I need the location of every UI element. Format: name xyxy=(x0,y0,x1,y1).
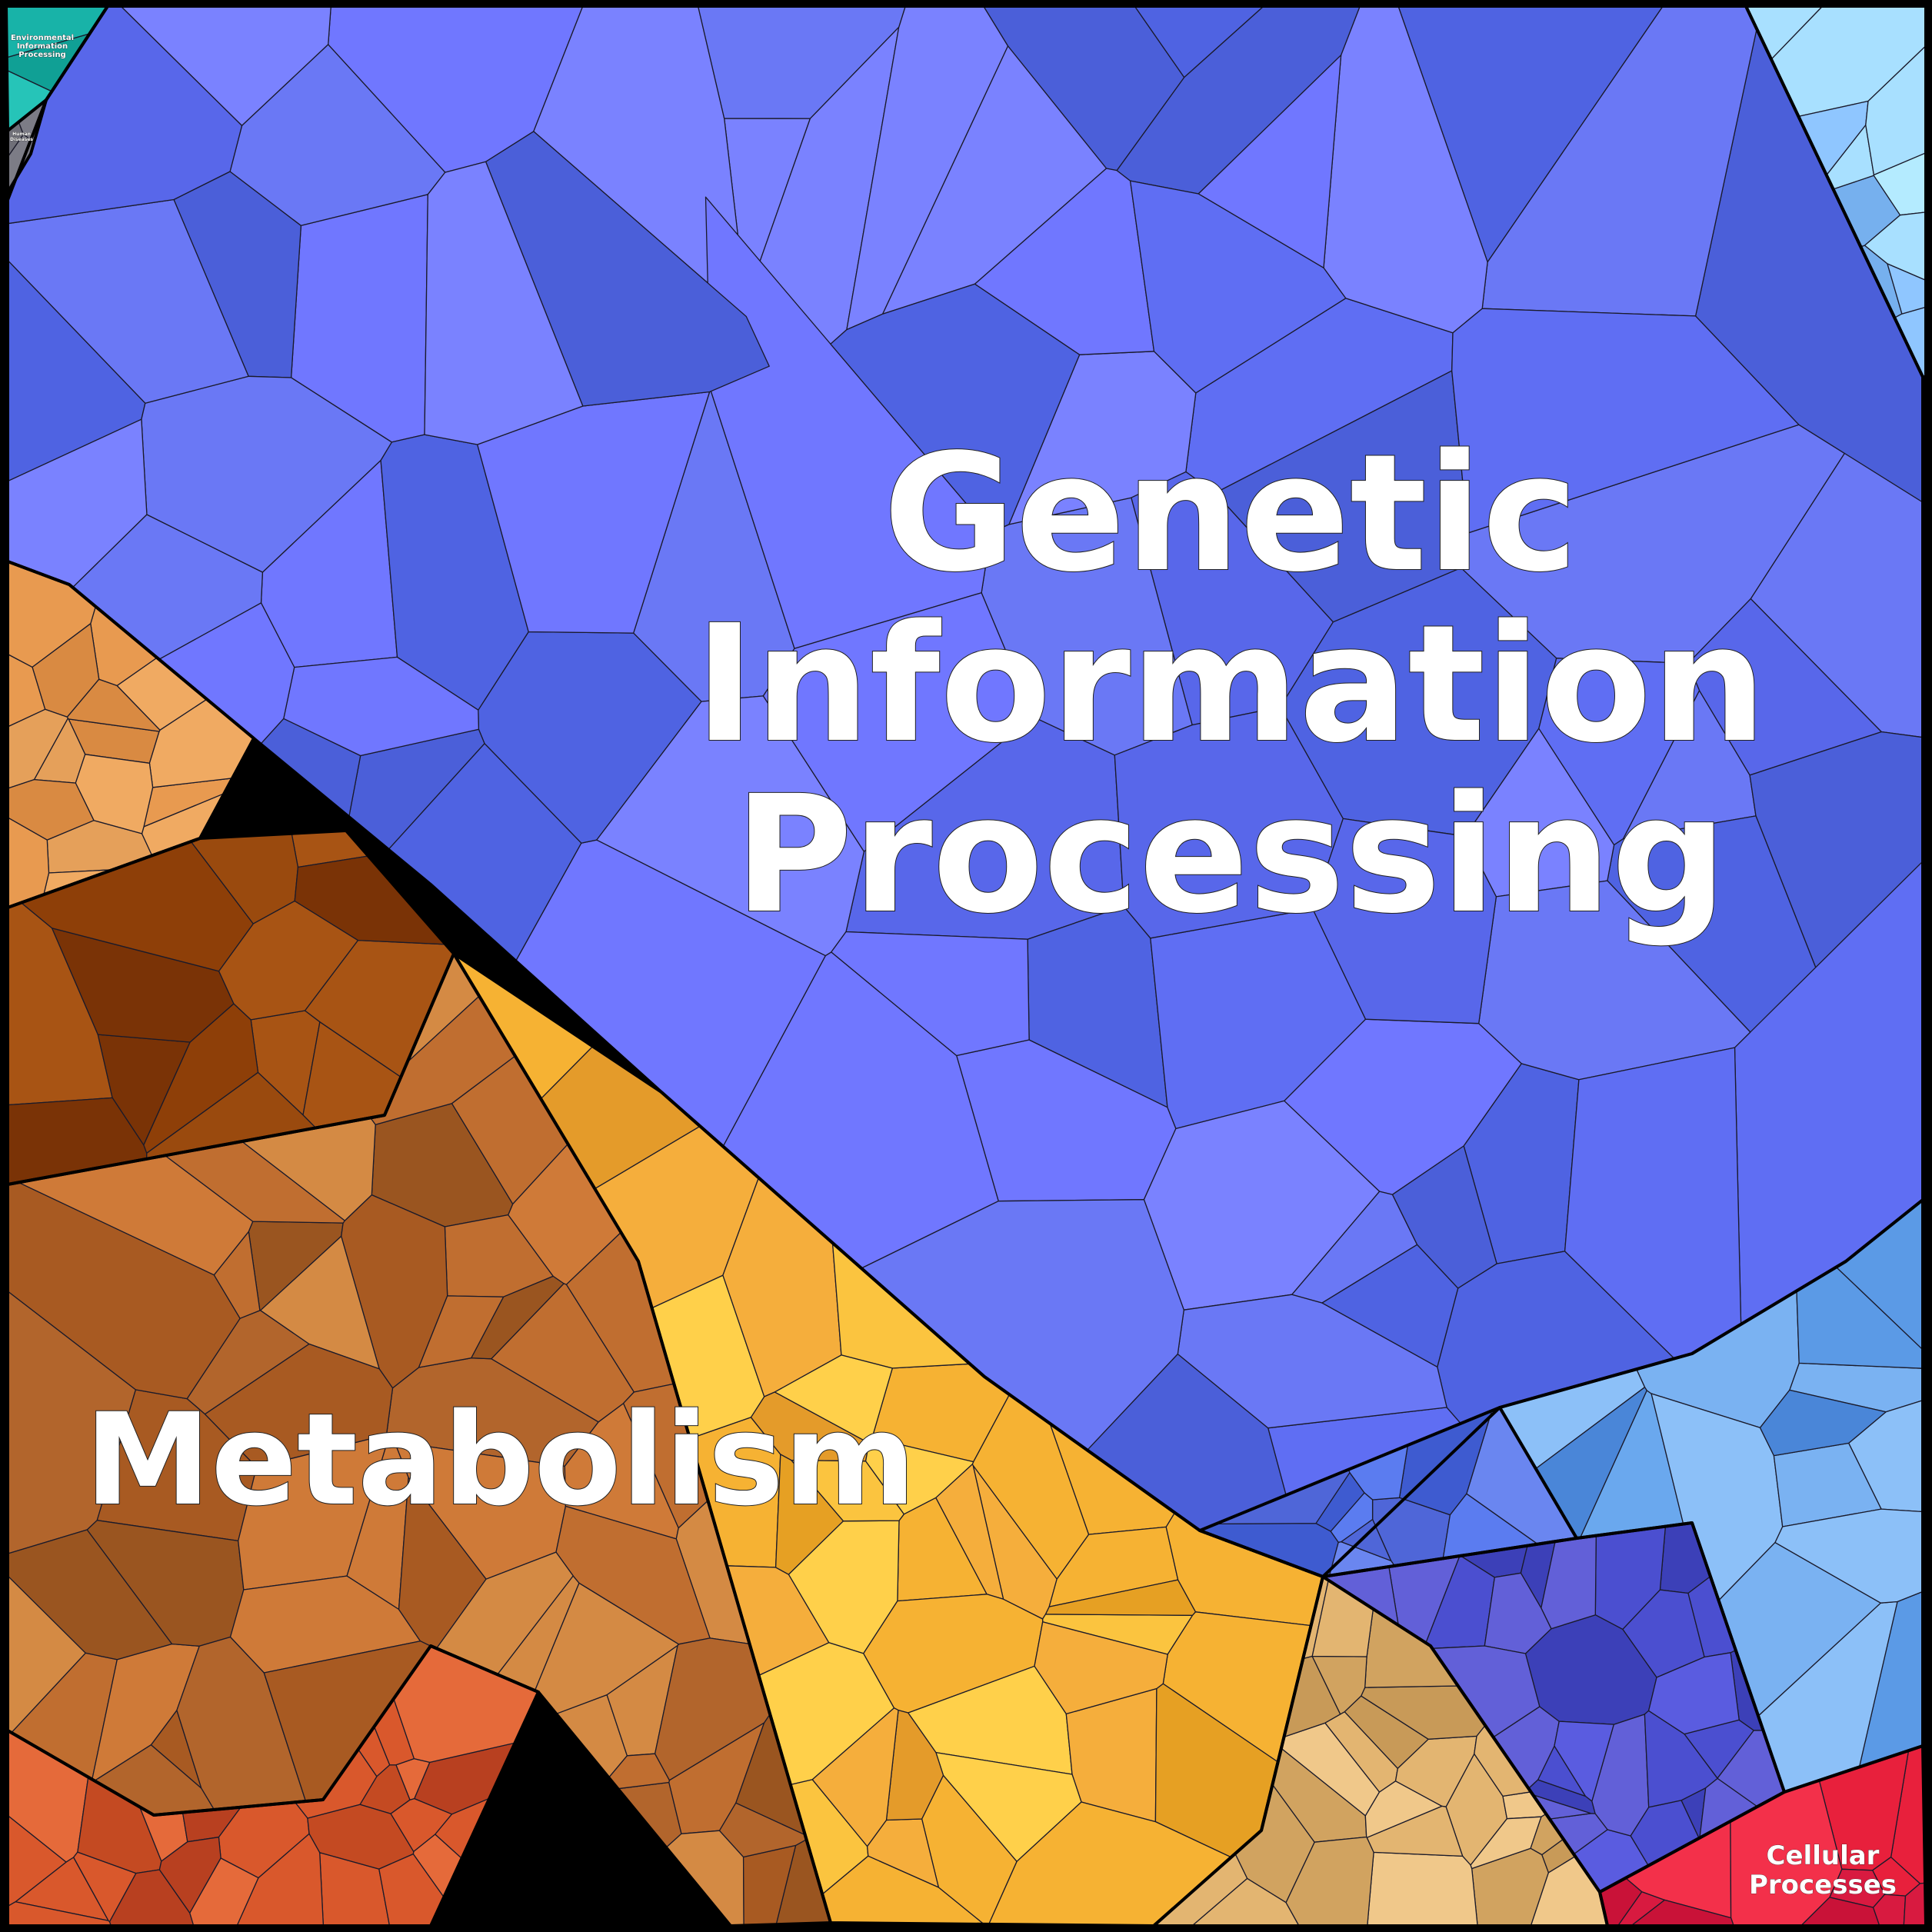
voronoi-cell xyxy=(1451,308,1800,534)
region-label-line: Information xyxy=(17,42,68,51)
voronoi-cell xyxy=(1391,1145,1497,1289)
region-label-line: Processes xyxy=(1749,1870,1897,1900)
voronoi-cell xyxy=(1774,1508,1924,1604)
region-label-line: Processing xyxy=(734,761,1727,949)
region-genetic xyxy=(7,5,1924,1577)
voronoi-cell xyxy=(218,900,359,1021)
voronoi-cell xyxy=(1312,818,1497,1024)
region-border-human-diseases xyxy=(6,98,48,194)
voronoi-cell xyxy=(831,931,1030,1057)
voronoi-cell xyxy=(1367,1851,1478,1927)
region-label-line: Diseases xyxy=(10,137,33,142)
region-light-blue xyxy=(1499,1199,1924,1793)
voronoi-cell xyxy=(555,1505,711,1645)
region-cellular xyxy=(1599,1745,1927,1927)
region-border-metabolism-peach xyxy=(6,560,255,909)
voronoi-cell xyxy=(864,1437,974,1515)
region-label-line: Information xyxy=(695,590,1767,778)
region-environmental xyxy=(5,5,108,132)
voronoi-cell xyxy=(424,161,584,445)
region-label-line: Metabolism xyxy=(85,1386,916,1534)
voronoi-cell xyxy=(1687,598,1882,776)
voronoi-cell xyxy=(1129,180,1347,394)
region-metabolism-gold xyxy=(453,953,1324,1927)
voronoi-cell xyxy=(189,1857,259,1927)
region-label-line: Processing xyxy=(18,51,65,59)
voronoi-cell xyxy=(811,1707,899,1847)
voronoi-cell xyxy=(1330,1492,1374,1543)
voronoi-cell xyxy=(1034,1621,1168,1715)
voronoi-cell xyxy=(1527,1779,1596,1814)
region-border-indigo xyxy=(1321,1521,1786,1894)
region-label-line: Human xyxy=(12,132,31,137)
region-metabolism-peach xyxy=(7,561,255,908)
region-indigo xyxy=(1322,1522,1785,1893)
voronoi-cell xyxy=(204,1343,394,1468)
voronoi-cell xyxy=(654,1637,771,1781)
voronoi-cell xyxy=(1366,1805,1464,1857)
region-label-metabolism: Metabolism xyxy=(85,1386,916,1534)
voronoi-cell xyxy=(705,196,991,649)
voronoi-cell xyxy=(1647,1652,1740,1735)
voronoi-cell xyxy=(1364,1780,1443,1838)
region-label-line: Cellular xyxy=(1767,1840,1880,1871)
region-metabolism-dark xyxy=(7,830,455,1185)
voronoi-cell xyxy=(774,1454,844,1575)
voronoi-cell xyxy=(1554,1720,1614,1802)
voronoi-cell xyxy=(1538,658,1700,846)
region-label-line: Environmental xyxy=(11,34,74,42)
voronoi-cell xyxy=(762,592,1034,852)
voronoi-cell xyxy=(176,1636,307,1810)
voronoi-cell xyxy=(1759,1389,1887,1457)
region-metabolism-tan xyxy=(1153,1576,1608,1927)
voronoi-cell xyxy=(390,1797,453,1853)
voronoi-cell xyxy=(1114,706,1344,939)
voronoi-cell xyxy=(418,1295,505,1368)
region-metabolism-red xyxy=(7,1645,539,1927)
region-label-line: Genetic xyxy=(883,419,1578,608)
voronoi-cell xyxy=(830,283,1081,534)
region-metabolism xyxy=(7,953,831,1927)
voronoi-cell xyxy=(471,1275,565,1360)
